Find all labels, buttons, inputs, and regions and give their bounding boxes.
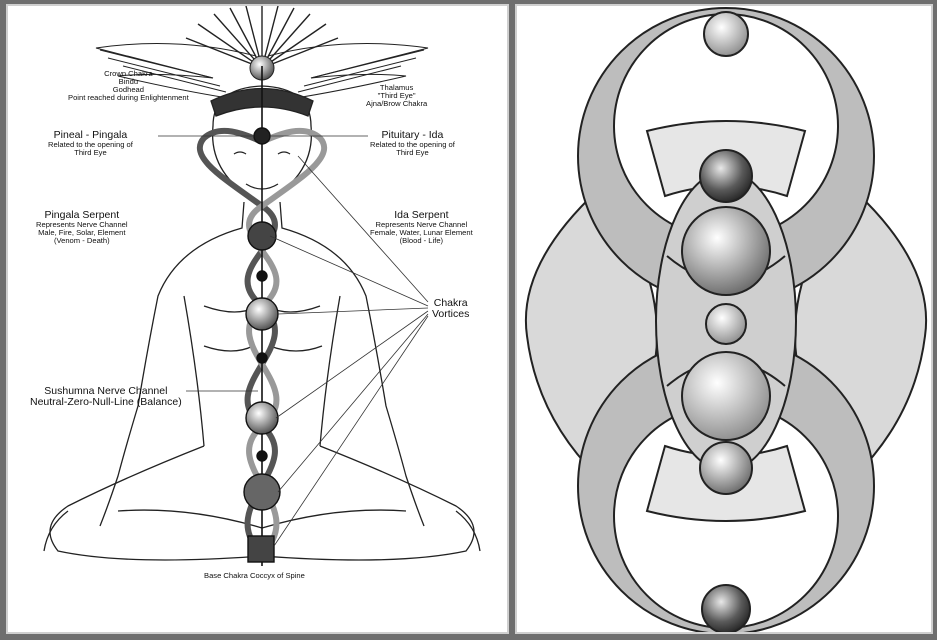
pituitary-label: Pituitary - Ida Related to the opening o… (370, 130, 455, 157)
pointer-lines (158, 136, 428, 546)
symbol-illustration (517, 6, 933, 634)
chakra-symbol-diagram (515, 4, 933, 634)
pineal-label: Pineal - Pingala Related to the opening … (48, 130, 133, 157)
pingala-serpent-label: Pingala Serpent Represents Nerve Channel… (36, 210, 128, 245)
ida-serpent-label: Ida Serpent Represents Nerve Channel Fem… (370, 210, 473, 245)
base-chakra-label: Base Chakra Coccyx of Spine (204, 572, 305, 580)
thalamus-label: Thalamus"Third Eye" Ajna/Brow Chakra (366, 84, 427, 108)
